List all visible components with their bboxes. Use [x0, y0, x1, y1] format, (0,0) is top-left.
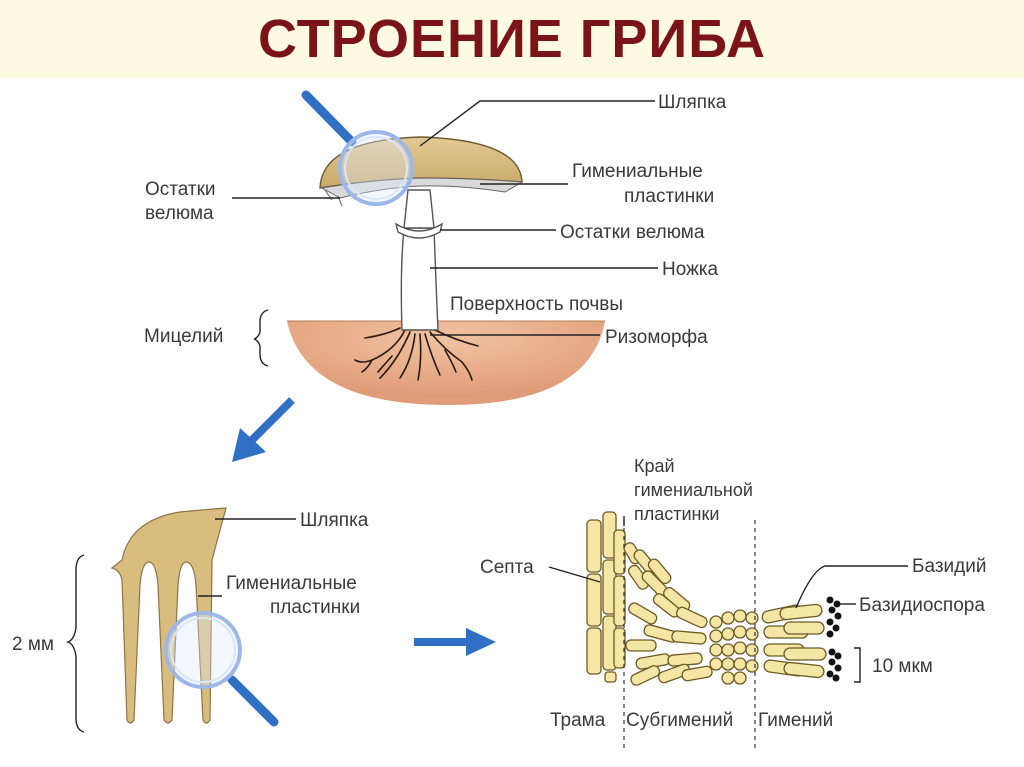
gills — [320, 177, 524, 199]
label-basidiospore: Базидиоспора — [859, 595, 985, 616]
hymenium-cells — [709, 609, 759, 685]
label-subhymenium: Субгимений — [626, 710, 733, 731]
label-scale-2mm: 2 мм — [12, 634, 54, 655]
gill-section — [110, 507, 227, 724]
trama-cells — [586, 511, 626, 683]
label-gills-top-2: пластинки — [624, 186, 714, 207]
magnifier-icon — [164, 611, 279, 727]
label-gills-mid-2: пластинки — [270, 597, 360, 618]
label-cap-mid: Шляпка — [300, 510, 369, 531]
stem — [400, 227, 439, 331]
label-edge-1: Край — [634, 456, 675, 476]
basidia — [761, 603, 827, 679]
label-cap-top: Шляпка — [658, 92, 727, 113]
magnifier-icon — [301, 90, 414, 206]
label-veil-right: Остатки велюма — [560, 222, 705, 243]
leader-septum — [548, 566, 601, 583]
soil — [287, 321, 605, 405]
label-soil-surface: Поверхность почвы — [450, 294, 623, 315]
leader-cap-top — [419, 100, 655, 147]
leader-basidium — [795, 565, 908, 609]
arrow-icon — [232, 397, 295, 462]
label-gills-mid-1: Гимениальные — [226, 573, 357, 594]
label-septum: Септа — [480, 557, 534, 578]
label-stem: Ножка — [662, 259, 719, 280]
label-mycelium: Мицелий — [144, 326, 223, 347]
basidiospores — [826, 596, 842, 682]
scale-10um-bracket — [854, 647, 861, 683]
label-veil-left-1: Остатки — [145, 179, 216, 200]
label-basidium: Базидий — [912, 556, 986, 577]
upper-stem — [403, 189, 435, 229]
label-gills-top-1: Гимениальные — [572, 161, 703, 182]
mycelium-brace — [253, 309, 269, 367]
scale-2mm-brace — [65, 554, 85, 733]
subhymenium-hyphae — [623, 542, 713, 686]
rhizomorph-roots — [354, 327, 479, 381]
arrow-icon — [414, 628, 496, 656]
label-veil-left-2: велюма — [145, 203, 214, 224]
label-rhizomorph: Ризоморфа — [605, 327, 708, 348]
label-scale-10um: 10 мкм — [872, 656, 933, 677]
label-edge-2: гимениальной — [634, 480, 753, 500]
label-hymenium: Гимений — [758, 710, 833, 731]
label-trama: Трама — [550, 710, 606, 731]
label-edge-3: пластинки — [634, 504, 719, 524]
page-title: СТРОЕНИЕ ГРИБА — [258, 9, 766, 69]
title-banner — [0, 0, 1024, 78]
veil-ring — [394, 222, 444, 239]
